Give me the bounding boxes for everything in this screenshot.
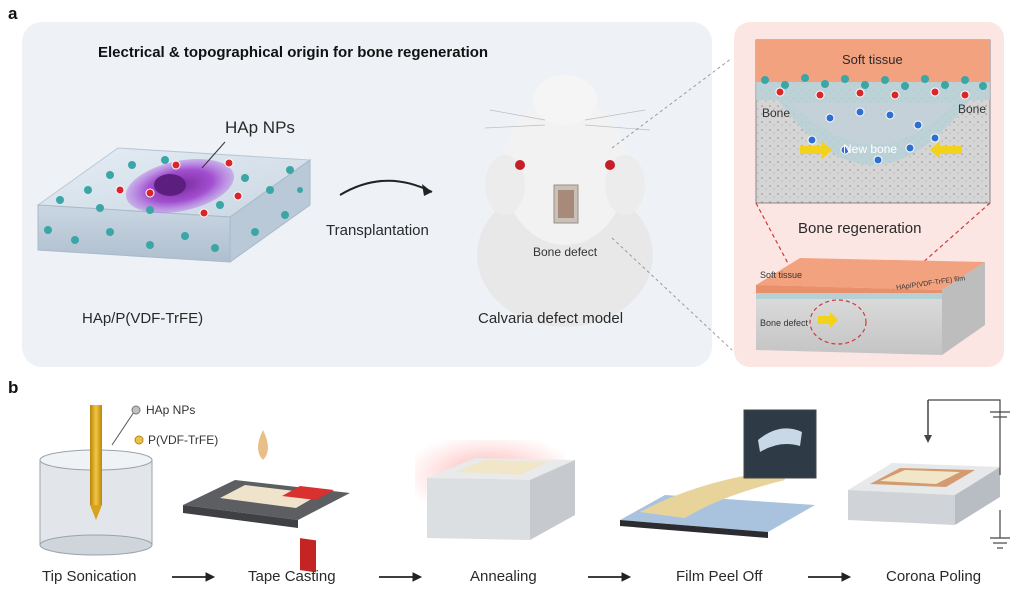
model-caption: Calvaria defect model (478, 310, 624, 327)
corona-poling-illustration (848, 399, 1010, 549)
legend-hap-nps: HAp NPs (146, 403, 196, 417)
tape-casting-illustration (183, 480, 350, 573)
bone-right-label: Bone (958, 102, 987, 116)
step-film-peel-off: Film Peel Off (676, 568, 763, 585)
new-bone-label: New bone (843, 142, 898, 156)
panel-a-title: Electrical & topographical origin for bo… (98, 44, 489, 61)
panel-a-letter: a (8, 4, 18, 23)
yellow-arrow-icon (930, 141, 962, 159)
bone-left-label: Bone (762, 106, 791, 120)
annealing-illustration (415, 440, 575, 540)
connector-line (755, 202, 819, 321)
hap-nps-label: HAp NPs (225, 118, 295, 137)
soft-tissue-label: Soft tissue (842, 52, 903, 67)
mini-soft-tissue-label: Soft tissue (760, 270, 803, 280)
curved-arrow-icon (339, 179, 433, 196)
connector-line (857, 202, 991, 321)
connector-line (611, 57, 733, 149)
film-peel-off-illustration (620, 409, 817, 538)
panel-b-letter: b (8, 378, 19, 397)
transplantation-label: Transplantation (326, 222, 429, 239)
legend-polymer: P(VDF-TrFE) (148, 433, 219, 447)
bone-regeneration-zoom (755, 39, 991, 204)
process-arrows (172, 572, 852, 582)
film-caption: HAp/P(VDF-TrFE) (82, 310, 204, 327)
bone-defect-label: Bone defect (533, 245, 598, 259)
step-tip-sonication: Tip Sonication (42, 568, 137, 585)
step-annealing: Annealing (470, 568, 537, 585)
droplet-icon (258, 430, 268, 460)
bone-regeneration-caption: Bone regeneration (798, 220, 922, 237)
bone-defect-block-illustration (756, 258, 985, 355)
step-tape-casting: Tape Casting (248, 568, 336, 585)
composite-film-illustration (36, 141, 312, 263)
yellow-arrow-icon (800, 141, 832, 159)
rat-model-illustration (477, 75, 653, 327)
sonication-beaker-illustration (39, 405, 268, 556)
mini-bone-defect-label: Bone defect (760, 318, 809, 328)
step-corona-poling: Corona Poling (886, 568, 982, 585)
